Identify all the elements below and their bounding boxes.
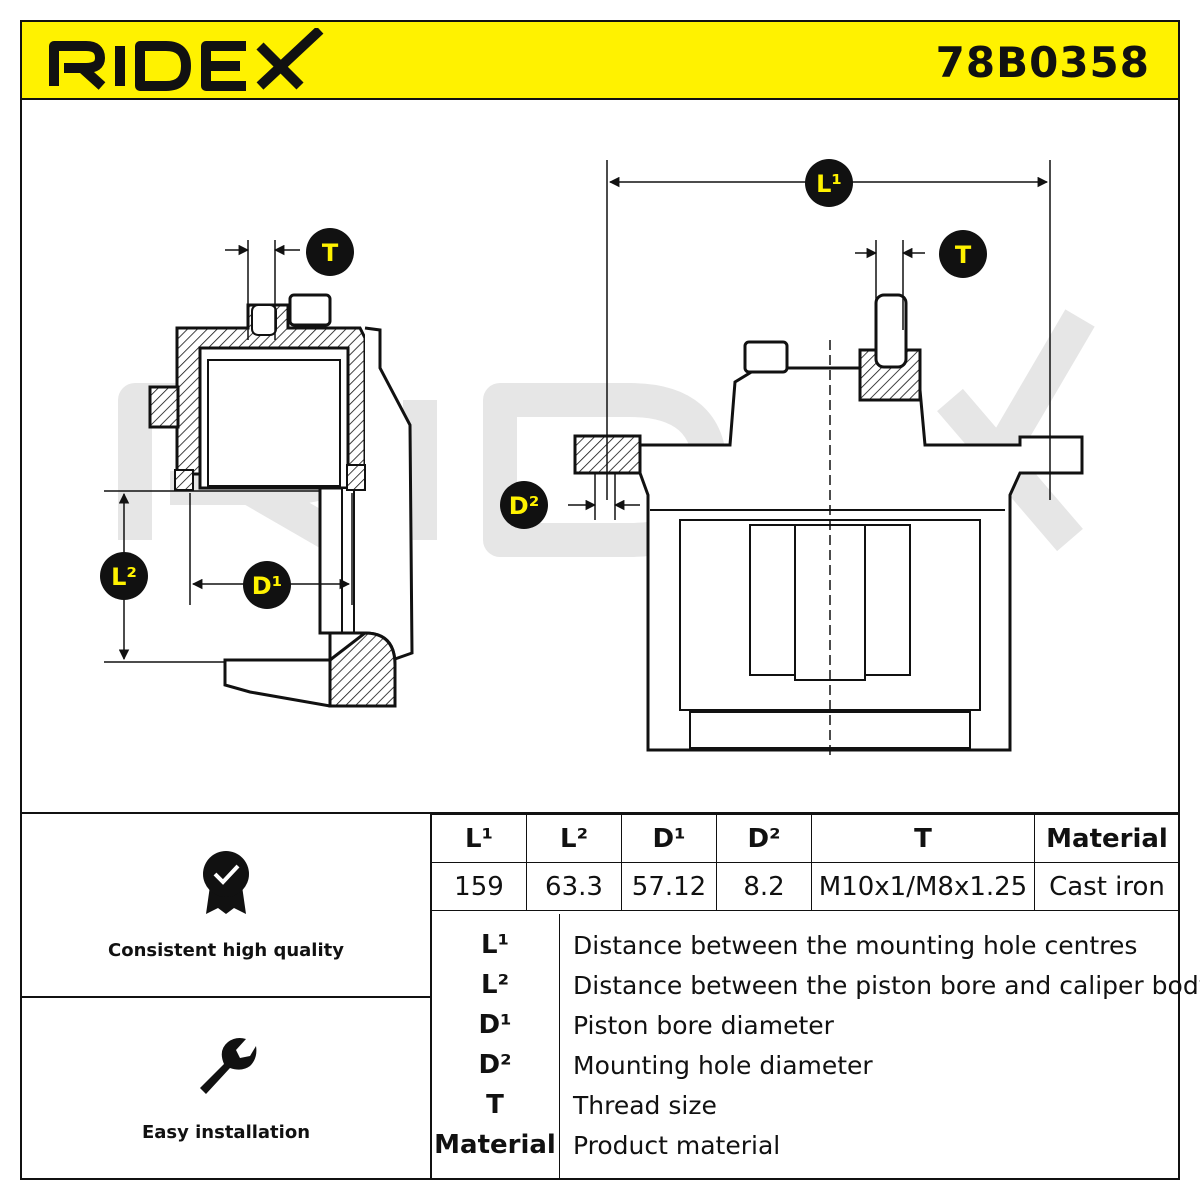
technical-drawing: L¹ T T L² D¹ D² — [100, 159, 1095, 760]
svg-text:D¹: D¹ — [252, 572, 282, 600]
svg-text:D²: D² — [509, 492, 539, 520]
quality-badge-icon — [203, 851, 249, 914]
callout-t-left: T — [306, 228, 354, 276]
legend-row: D¹ Piston bore diameter — [431, 1006, 1180, 1046]
legend-key: D² — [478, 1050, 512, 1080]
header-bar: 78B0358 — [20, 20, 1180, 100]
spec-header-l1: L¹ — [431, 814, 527, 863]
svg-text:T: T — [955, 241, 972, 269]
spec-value-t: M10x1/M8x1.25 — [811, 862, 1035, 911]
legend-key: D¹ — [478, 1010, 512, 1040]
legend-row: D² Mounting hole diameter — [431, 1046, 1180, 1086]
legend-desc: Piston bore diameter — [573, 1011, 834, 1040]
feature-installation: Easy installation — [22, 998, 430, 1180]
feature-installation-label: Easy installation — [141, 1122, 311, 1143]
legend-desc: Distance between the mounting hole centr… — [573, 931, 1138, 960]
spec-header-d1: D¹ — [621, 814, 717, 863]
feature-quality-label: Consistent high quality — [108, 940, 344, 961]
ridex-logo — [49, 28, 324, 91]
wrench-icon — [200, 1038, 257, 1094]
legend-row: T Thread size — [431, 1086, 1180, 1126]
legend-desc: Product material — [573, 1131, 781, 1160]
spec-header-d2: D² — [716, 814, 812, 863]
svg-text:L²: L² — [111, 563, 137, 591]
spec-value-l2: 63.3 — [526, 862, 622, 911]
spec-header-t: T — [811, 814, 1035, 863]
svg-text:L¹: L¹ — [816, 170, 842, 198]
legend-divider — [559, 914, 560, 1180]
legend-key: Material — [434, 1130, 556, 1160]
spec-header-row: L¹ L² D¹ D² T Material — [431, 814, 1180, 863]
legend-row: L¹ Distance between the mounting hole ce… — [431, 926, 1180, 966]
spec-value-d2: 8.2 — [716, 862, 812, 911]
spec-value-d1: 57.12 — [621, 862, 717, 911]
caliper-side-view — [573, 293, 1084, 760]
legend-row: L² Distance between the piston bore and … — [431, 966, 1200, 1006]
svg-text:T: T — [322, 239, 339, 267]
spec-value-row: 159 63.3 57.12 8.2 M10x1/M8x1.25 Cast ir… — [431, 862, 1180, 911]
legend-key: L² — [481, 970, 509, 1000]
spec-value-l1: 159 — [431, 862, 527, 911]
part-number: 78B0358 — [935, 38, 1150, 87]
legend-row: Material Product material — [431, 1126, 1180, 1166]
legend-desc: Thread size — [573, 1091, 717, 1120]
legend-key: T — [486, 1090, 504, 1120]
callout-l1: L¹ — [805, 159, 853, 207]
spec-header-l2: L² — [526, 814, 622, 863]
legend-desc: Distance between the piston bore and cal… — [573, 971, 1200, 1000]
legend: L¹ Distance between the mounting hole ce… — [431, 914, 1200, 1180]
callout-l2: L² — [100, 552, 148, 600]
legend-desc: Mounting hole diameter — [573, 1051, 873, 1080]
callout-d2: D² — [500, 481, 548, 529]
legend-key: L¹ — [481, 930, 509, 960]
spec-value-material: Cast iron — [1034, 862, 1180, 911]
divider-feature-rows — [20, 996, 432, 998]
callout-d1: D¹ — [243, 561, 291, 609]
callout-t-right: T — [939, 230, 987, 278]
spec-table: L¹ L² D¹ D² T Material 159 63.3 57.12 8.… — [431, 814, 1180, 911]
divider-drawing — [20, 812, 1180, 814]
spec-header-material: Material — [1034, 814, 1180, 863]
feature-quality: Consistent high quality — [22, 814, 430, 996]
